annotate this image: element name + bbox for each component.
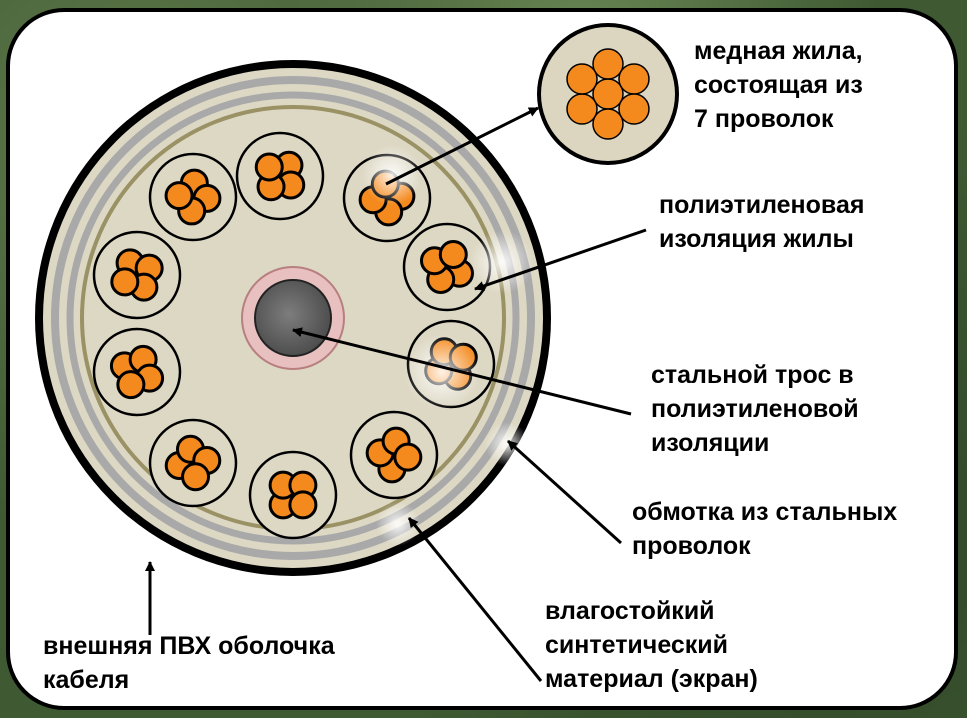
copper-strand (619, 64, 649, 94)
label-copper-core: медная жила, состоящая из 7 проволок (694, 34, 863, 136)
copper-strand (567, 64, 597, 94)
copper-wire (112, 269, 138, 295)
copper-strand (593, 109, 623, 139)
glow-copper (362, 145, 422, 205)
label-pvc-sheath: внешняя ПВХ оболочка кабеля (43, 629, 335, 697)
glow-rope-leader (404, 334, 480, 410)
conductor (150, 420, 236, 506)
arrow-screen (409, 518, 541, 681)
arrow-steel-winding (508, 441, 621, 543)
glow-insulation (470, 230, 534, 294)
copper-strand (593, 79, 623, 109)
copper-strand (567, 94, 597, 124)
conductor (237, 133, 323, 219)
conductor (94, 232, 180, 318)
copper-wire (183, 464, 209, 490)
conductor (150, 154, 236, 240)
label-pe-insulation: полиэтиленовая изоляция жилы (659, 188, 864, 256)
label-screen: влагостойкий синтетический материал (экр… (545, 594, 758, 696)
label-steel-winding: обмотка из стальных проволок (632, 495, 897, 563)
steel-rope-core (255, 280, 331, 356)
steel-rope (242, 267, 344, 369)
copper-wire (118, 372, 144, 398)
copper-strand (619, 94, 649, 124)
copper-wire (290, 492, 316, 518)
conductor (94, 329, 180, 415)
copper-wire (440, 241, 466, 267)
strand-inset (539, 25, 677, 163)
copper-strand (593, 49, 623, 79)
copper-wire (256, 154, 282, 180)
label-steel-rope: стальной трос в полиэтиленовой изоляции (651, 358, 859, 460)
conductor (351, 412, 437, 498)
diagram-panel: медная жила, состоящая из 7 проволок пол… (6, 8, 958, 710)
copper-wire (395, 444, 421, 470)
conductor (250, 452, 336, 538)
glow-winding (485, 422, 529, 466)
copper-wire (166, 183, 192, 209)
